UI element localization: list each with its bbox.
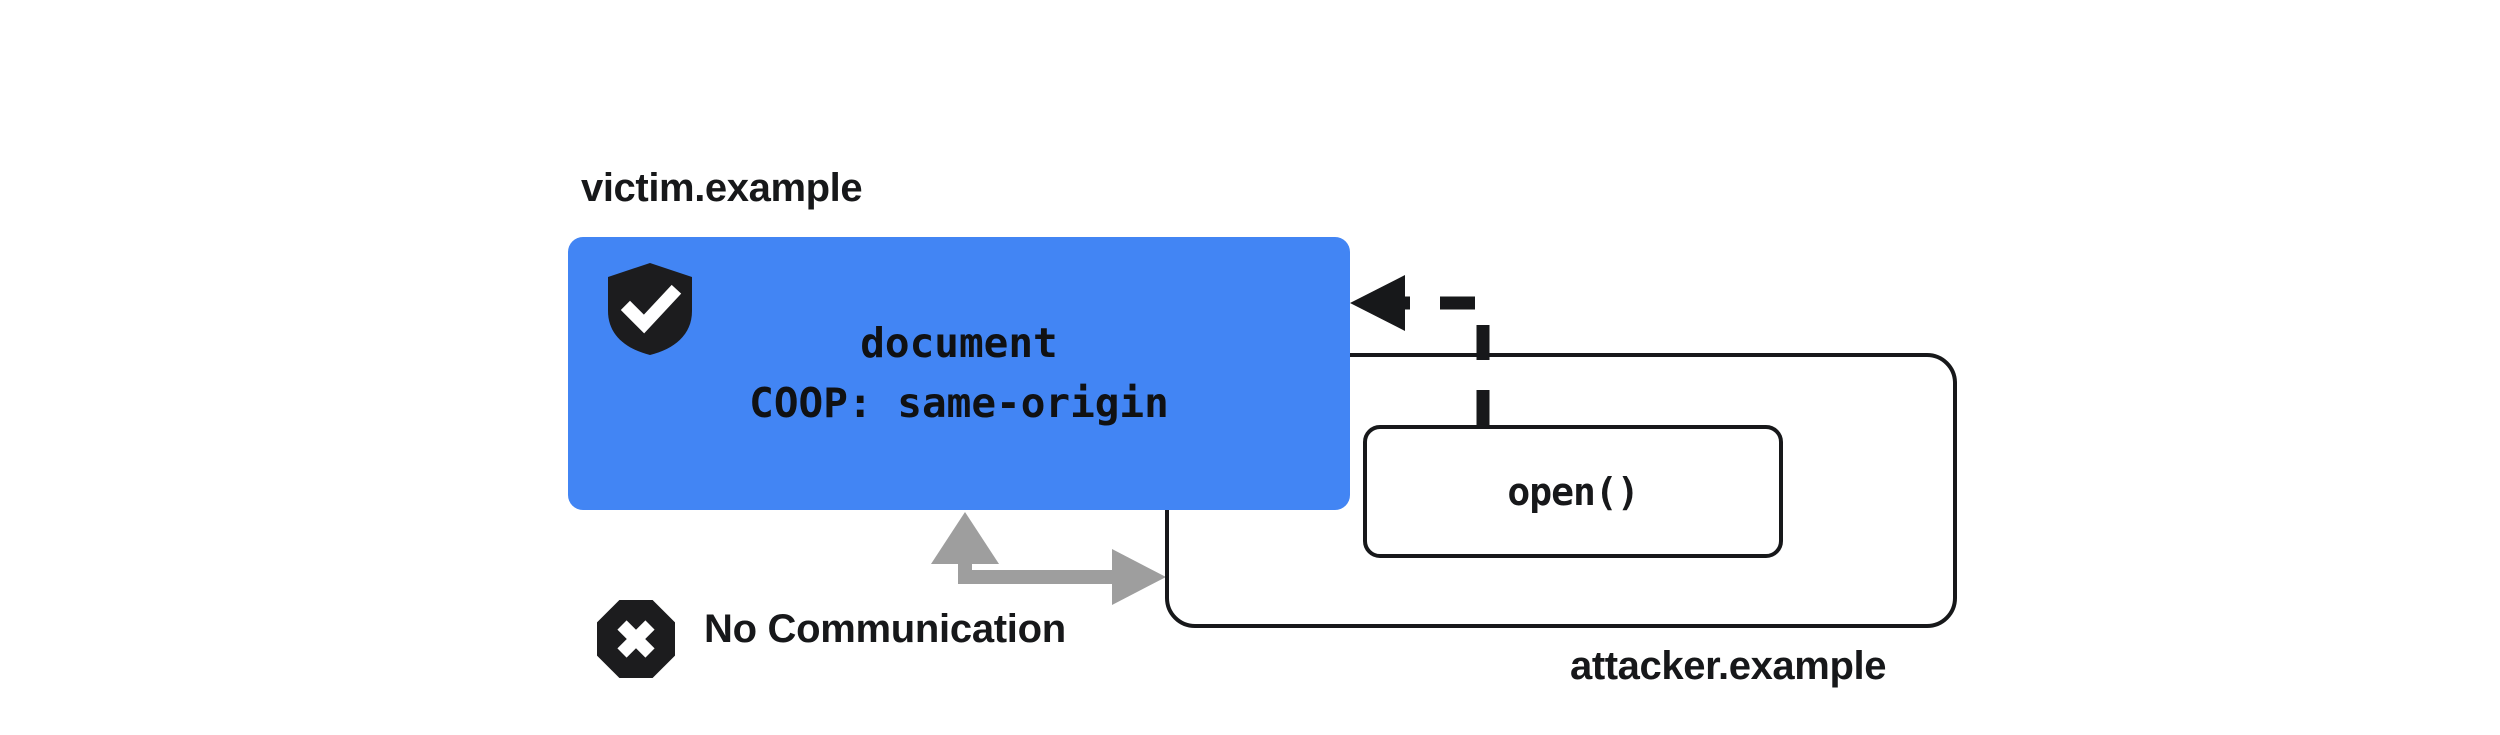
no-communication-label: No Communication xyxy=(704,607,1066,651)
shield-check-icon xyxy=(608,263,692,355)
victim-document-box xyxy=(568,237,1350,510)
attacker-origin-label: attacker.example xyxy=(1570,644,1887,688)
open-call-label: open() xyxy=(1507,469,1639,514)
victim-document-text: document COOP: same-origin xyxy=(568,313,1350,433)
coop-header-line: COOP: same-origin xyxy=(749,379,1169,427)
victim-origin-label: victim.example xyxy=(581,166,863,210)
document-title-line: document xyxy=(860,319,1058,367)
open-call-box: open() xyxy=(1363,425,1783,558)
octagon-x-icon xyxy=(597,600,675,678)
gray-double-arrow-icon xyxy=(931,512,1166,605)
